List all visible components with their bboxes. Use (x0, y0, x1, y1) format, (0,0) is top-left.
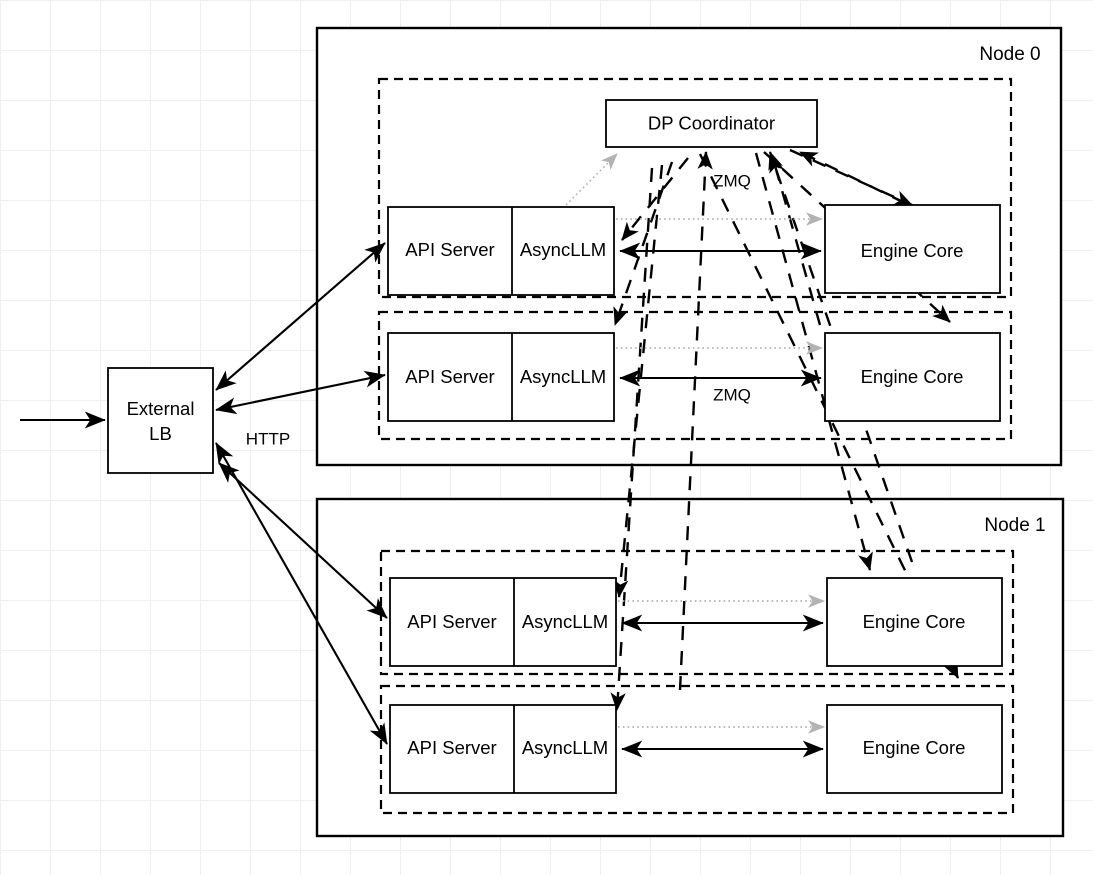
edge-n0r0-engine-to-coordinator (799, 150, 906, 205)
edge-lb-n0r1-api-server-http (215, 370, 386, 415)
n0r1-engine-core-box (824, 332, 1001, 422)
n0r0-engine-core-label: Engine Core (861, 240, 964, 261)
n1r0-server-box (389, 577, 617, 667)
n0r0-api-server-label: API Server (405, 239, 494, 260)
n1r1-engine-core-box (826, 704, 1003, 794)
n1r1-api-server-label: API Server (407, 737, 496, 758)
n1r1-server-box (389, 704, 617, 794)
node-0-rank-1-group (377, 310, 1013, 441)
n0r1-api-server-label: API Server (405, 366, 494, 387)
external-lb-box (107, 367, 214, 474)
zmq-label-mid: ZMQ (713, 385, 751, 404)
n0r0-engine-core-box (824, 204, 1001, 294)
n1r1-engine-core-label: Engine Core (863, 737, 966, 758)
n1r1-asyncllm-label: AsyncLLM (522, 737, 608, 758)
n0r1-server-box (387, 332, 615, 422)
n1r0-engine-core-label: Engine Core (863, 611, 966, 632)
edge-lb-n1r1-api-server-http (215, 442, 388, 745)
zmq-label-top: ZMQ (713, 171, 751, 190)
edge-coordinator-to-n1r0-engine (754, 152, 873, 571)
edge-n1r0-engine-to-coordinator (768, 151, 914, 563)
n0r1-asyncllm-label: AsyncLLM (520, 366, 606, 387)
http-label: HTTP (246, 429, 290, 448)
external-lb-label-line2: LB (149, 423, 172, 444)
external-lb-label-line1: External (127, 398, 195, 419)
n0r1-engine-core-label: Engine Core (861, 366, 964, 387)
edge-n0r1-engine-to-coordinator (769, 154, 822, 326)
n0r0-server-box (387, 206, 615, 296)
edge-coordinator-to-n0r0-asyncllm (621, 157, 689, 241)
node-0-rank-0-group (377, 77, 1013, 299)
node-1-rank-1-group (379, 684, 1015, 815)
edge-coordinator-to-n0r0-engine (789, 148, 913, 207)
n0r0-asyncllm-label: AsyncLLM (520, 239, 606, 260)
n1r0-engine-core-box (826, 577, 1003, 667)
dp-coordinator-label: DP Coordinator (648, 112, 775, 133)
edge-coordinator-to-n1r0-asyncllm (613, 164, 664, 598)
dp-coordinator-box (605, 99, 818, 148)
n1r0-api-server-label: API Server (407, 611, 496, 632)
node-1-title: Node 1 (984, 515, 1045, 536)
edge-lb-n0r0-api-server-http (215, 242, 386, 391)
node-0-title: Node 0 (979, 44, 1040, 65)
n1r0-asyncllm-label: AsyncLLM (522, 611, 608, 632)
